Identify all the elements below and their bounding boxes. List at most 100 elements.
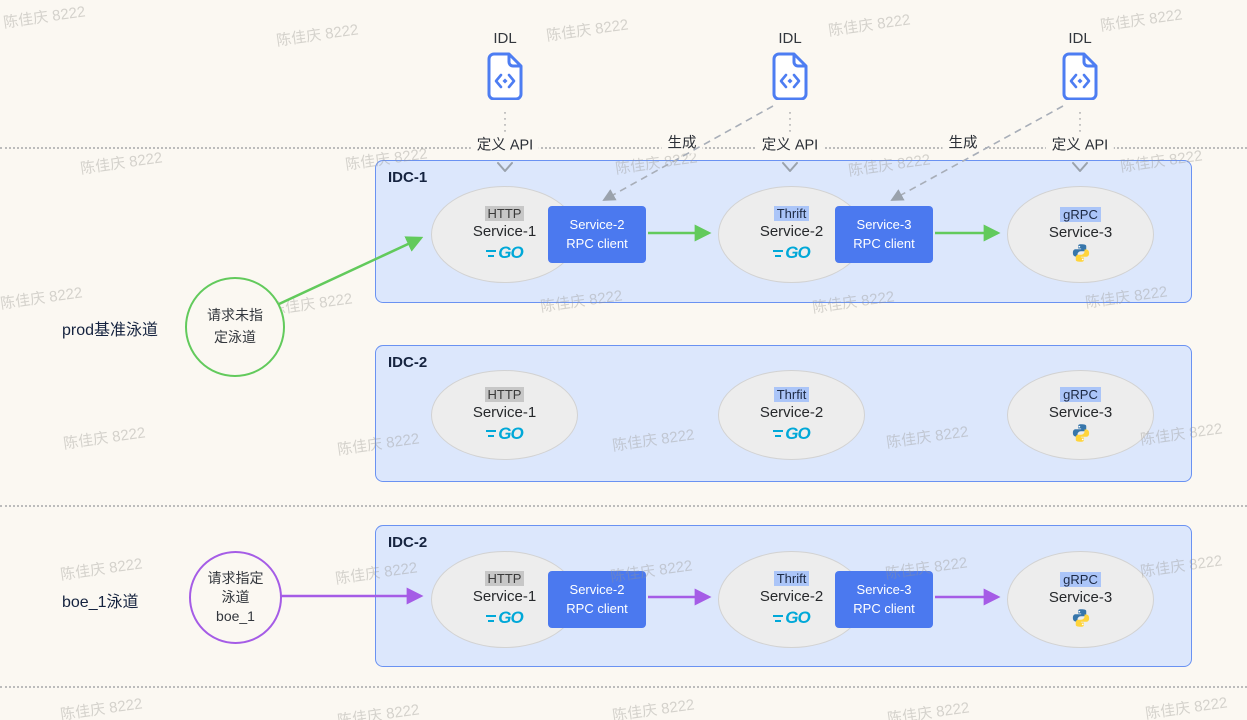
badge-line: boe_1 <box>216 607 255 624</box>
watermark-text: 陈佳庆 8222 <box>886 699 971 720</box>
protocol-chip: Thrift <box>773 571 810 586</box>
watermark-text: 陈佳庆 8222 <box>1099 6 1184 35</box>
watermark-text: 陈佳庆 8222 <box>59 695 144 720</box>
idl-file-1: IDL <box>485 30 525 105</box>
badge-line: 请求指定 <box>207 570 264 587</box>
badge-line: 请求未指 <box>207 307 263 324</box>
idc-title: IDC-1 <box>388 169 428 186</box>
service-name: Service-2 <box>759 403 824 421</box>
go-label: GO <box>498 423 523 443</box>
lane-label-boe1: boe_1泳道 <box>62 594 139 611</box>
python-logo-icon <box>1072 424 1089 442</box>
rpc-client-line2: RPC client <box>566 600 628 616</box>
badge-line: 定泳道 <box>214 329 256 345</box>
badge-line: 泳道 <box>221 589 250 606</box>
python-logo-icon <box>1072 243 1089 262</box>
rpc-client-line2: RPC client <box>853 235 915 251</box>
idl-document-icon <box>1062 52 1098 101</box>
go-label: GO <box>785 423 810 443</box>
protocol-chip: gRPC <box>1060 206 1101 222</box>
go-speed-lines-icon <box>773 430 784 437</box>
generate-label-2: 生成 <box>942 130 984 154</box>
rpc-client-line2: RPC client <box>853 600 915 616</box>
rpc-client-line1: Service-2 <box>569 582 625 598</box>
protocol-chip: gRPC <box>1060 571 1101 587</box>
service-node-service1: HTTP Service-1 GO <box>431 370 578 460</box>
idc-title: IDC-2 <box>388 534 428 551</box>
service-name: Service-3 <box>1048 223 1113 241</box>
rpc-client-line1: Service-2 <box>569 217 625 233</box>
protocol-chip: gRPC <box>1060 387 1101 402</box>
rpc-client-box-service2: Service-2 RPC client <box>548 206 646 263</box>
go-label: GO <box>785 243 810 262</box>
go-speed-lines-icon <box>486 430 497 437</box>
protocol-chip: Thrfit <box>773 386 810 402</box>
golang-logo-icon: GO <box>773 243 811 263</box>
watermark-text: 陈佳庆 8222 <box>2 3 87 32</box>
protocol-chip: HTTP <box>484 386 525 402</box>
watermark-text: 陈佳庆 8222 <box>611 696 696 720</box>
watermark-text: 陈佳庆 8222 <box>275 21 360 50</box>
watermark-text: 陈佳庆 8222 <box>336 701 421 720</box>
request-badge-boe1: 请求指定 泳道 boe_1 <box>189 551 282 644</box>
watermark-text: 陈佳庆 8222 <box>545 16 630 45</box>
service-name: Service-3 <box>1048 404 1113 421</box>
idc-box-prod-idc2: IDC-2 HTTP Service-1 GO Thrfit Service-2… <box>375 345 1192 482</box>
watermark-text: 陈佳庆 8222 <box>79 149 164 178</box>
generate-label-1: 生成 <box>661 130 703 154</box>
golang-logo-icon: GO <box>486 423 524 444</box>
idc-box-boe1-idc2: IDC-2 HTTP Service-1 GO Service-2 RPC cl… <box>375 525 1192 667</box>
idc-box-prod-idc1: IDC-1 HTTP Service-1 GO Service-2 RPC cl… <box>375 160 1192 303</box>
define-api-label-2: 定义 API <box>755 132 825 156</box>
go-label: GO <box>785 608 810 627</box>
service-node-service3: gRPC Service-3 <box>1007 551 1154 648</box>
service-name: Service-1 <box>472 223 537 240</box>
service-node-service1: HTTP Service-1 GO <box>431 186 578 283</box>
idl-label: IDL <box>1068 30 1092 47</box>
go-speed-lines-icon <box>773 614 784 622</box>
go-speed-lines-icon <box>486 249 497 257</box>
idl-document-icon <box>772 52 808 101</box>
service-name: Service-1 <box>472 403 537 421</box>
rpc-client-line1: Service-3 <box>856 582 912 598</box>
go-label: GO <box>498 608 523 627</box>
watermark-text: 陈佳庆 8222 <box>62 424 147 453</box>
golang-logo-icon: GO <box>486 243 524 263</box>
separator-line-bottom <box>0 686 1247 688</box>
separator-line-middle <box>0 505 1247 507</box>
service-node-service2: Thrfit Service-2 GO <box>718 370 865 460</box>
golang-logo-icon: GO <box>486 608 524 628</box>
rpc-client-line2: RPC client <box>566 235 628 251</box>
watermark-text: 陈佳庆 8222 <box>1144 694 1229 720</box>
service-name: Service-1 <box>472 588 537 605</box>
service-name: Service-2 <box>759 588 824 605</box>
define-api-label-1: 定义 API <box>470 132 540 156</box>
watermark-text: 陈佳庆 8222 <box>0 284 84 313</box>
rpc-client-box-service2: Service-2 RPC client <box>548 571 646 628</box>
service-name: Service-3 <box>1048 588 1113 606</box>
service-node-service3: gRPC Service-3 <box>1007 186 1154 283</box>
idl-label: IDL <box>493 30 517 47</box>
service-node-service3: gRPC Service-3 <box>1007 370 1154 460</box>
protocol-chip: HTTP <box>484 206 525 221</box>
lane-label-prod: prod基准泳道 <box>62 322 159 339</box>
go-label: GO <box>498 243 523 262</box>
go-speed-lines-icon <box>486 614 497 622</box>
idl-file-2: IDL <box>770 30 810 105</box>
rpc-client-box-service3: Service-3 RPC client <box>835 206 933 263</box>
golang-logo-icon: GO <box>773 608 811 628</box>
golang-logo-icon: GO <box>773 423 811 444</box>
idl-label: IDL <box>778 30 802 47</box>
idc-title: IDC-2 <box>388 354 428 371</box>
idl-file-3: IDL <box>1060 30 1100 105</box>
service-name: Service-2 <box>759 223 824 240</box>
protocol-chip: Thrift <box>773 206 810 221</box>
rpc-client-line1: Service-3 <box>856 217 912 233</box>
protocol-chip: HTTP <box>484 571 525 586</box>
rpc-client-box-service3: Service-3 RPC client <box>835 571 933 628</box>
watermark-text: 陈佳庆 8222 <box>827 11 912 40</box>
idl-document-icon <box>487 52 523 101</box>
python-logo-icon <box>1072 608 1089 627</box>
watermark-text: 陈佳庆 8222 <box>59 555 144 584</box>
